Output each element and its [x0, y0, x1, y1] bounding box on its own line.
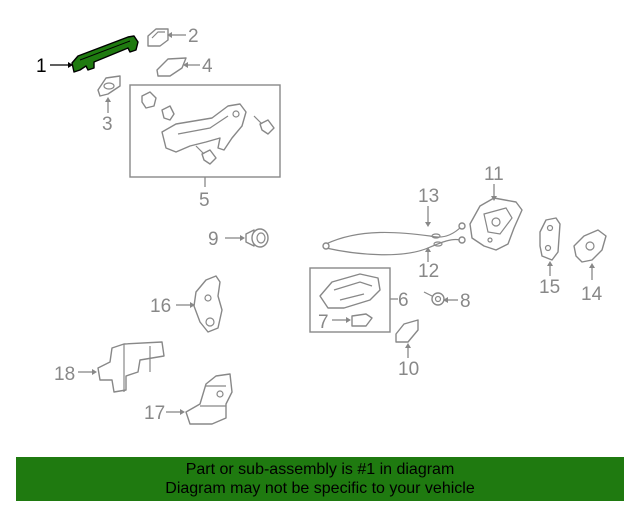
part-6-lock-assembly[interactable] [319, 273, 381, 309]
part-13-12-cables[interactable] [322, 222, 466, 256]
callout-15: 15 [539, 277, 560, 298]
part-11-latch[interactable] [469, 197, 523, 251]
callout-7: 7 [318, 312, 329, 333]
part-8-screw[interactable] [423, 291, 445, 306]
arrow-10 [405, 343, 411, 348]
info-banner: Part or sub-assembly is #1 in diagram Di… [16, 457, 624, 501]
callout-8: 8 [460, 291, 471, 312]
arrow-18 [92, 369, 97, 375]
callout-4: 4 [202, 56, 213, 77]
callout-6: 6 [398, 290, 409, 311]
callout-10: 10 [398, 359, 419, 380]
callout-5: 5 [199, 190, 210, 211]
part-7-clip[interactable] [351, 313, 373, 327]
part-16-bracket[interactable] [193, 275, 223, 333]
part-1-outside-handle[interactable] [71, 35, 139, 73]
banner-line-2: Diagram may not be specific to your vehi… [165, 480, 475, 497]
part-17-hinge[interactable] [185, 373, 233, 425]
callout-14: 14 [581, 284, 603, 305]
part-14-striker[interactable] [573, 229, 607, 263]
part-18-hinge[interactable] [97, 341, 165, 393]
callout-17: 17 [144, 403, 165, 424]
arrow-8 [443, 297, 448, 303]
part-2-cap[interactable] [147, 28, 169, 47]
box-6 [309, 267, 391, 333]
part-15-striker[interactable] [539, 217, 561, 261]
banner-line-1: Part or sub-assembly is #1 in diagram [185, 461, 455, 478]
callout-12: 12 [418, 261, 439, 282]
arrow-12 [425, 247, 431, 252]
callout-2: 2 [188, 26, 199, 47]
arrow-4 [183, 62, 188, 68]
arrow-14 [589, 263, 595, 268]
callout-16: 16 [150, 296, 171, 317]
arrow-15 [547, 261, 553, 266]
part-5-frame[interactable] [141, 91, 275, 165]
part-3-bezel[interactable] [97, 75, 121, 97]
parts-diagram: 1 2 4 3 5 9 [36, 26, 607, 425]
arrow-3 [105, 97, 111, 102]
callout-1: 1 [36, 56, 47, 77]
part-9-grommet[interactable] [245, 228, 269, 248]
arrow-2 [167, 32, 172, 38]
arrow-17 [180, 409, 185, 415]
arrow-16 [190, 302, 195, 308]
arrow-1 [68, 62, 73, 68]
arrow-13 [425, 222, 431, 227]
callout-9: 9 [208, 229, 219, 250]
arrow-7 [346, 317, 351, 323]
callout-3: 3 [102, 114, 113, 135]
part-10-trim[interactable] [395, 319, 419, 343]
callout-13: 13 [418, 186, 439, 207]
callout-11: 11 [484, 164, 504, 185]
part-4-pad[interactable] [156, 57, 187, 77]
arrow-9 [240, 235, 245, 241]
callout-18: 18 [54, 364, 75, 385]
arrow-11 [491, 196, 497, 201]
